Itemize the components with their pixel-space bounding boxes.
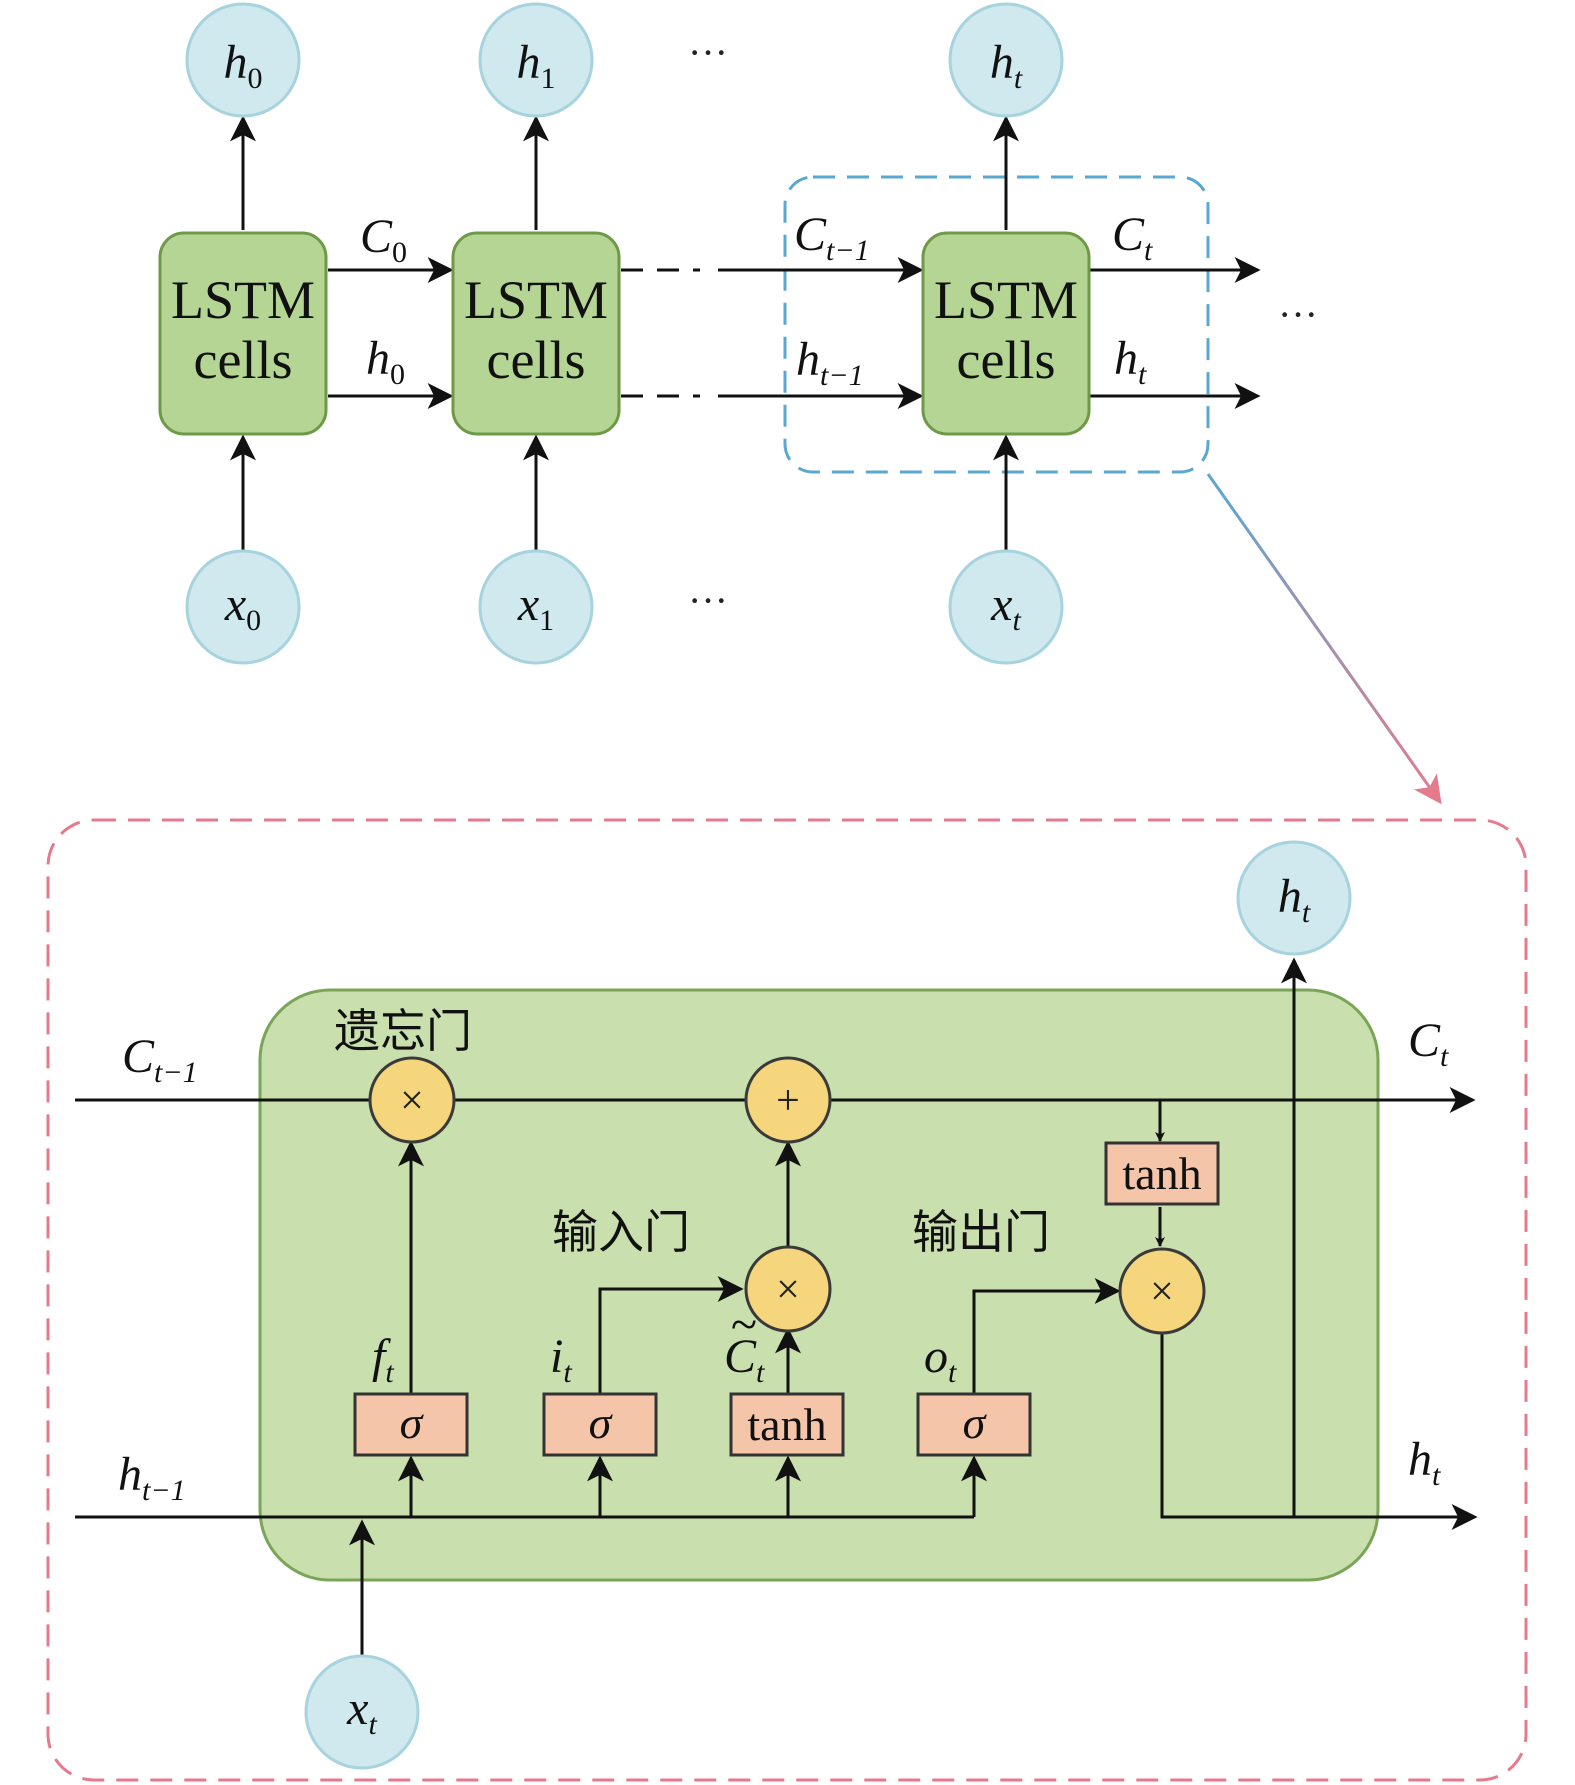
candidate-tanh-box: tanh xyxy=(729,1392,845,1457)
svg-text:x0: x0 xyxy=(224,578,261,637)
svg-text:σ: σ xyxy=(589,1397,614,1448)
svg-text:σ: σ xyxy=(400,1397,425,1448)
lstm-cell-1: LSTM cells xyxy=(451,231,621,436)
label-c-out: Ct xyxy=(1408,1014,1449,1073)
svg-text:cells: cells xyxy=(957,330,1056,390)
svg-text:h0: h0 xyxy=(224,36,263,95)
svg-text:cells: cells xyxy=(487,330,586,390)
svg-text:σ: σ xyxy=(963,1397,988,1448)
svg-text:tanh: tanh xyxy=(1122,1148,1201,1199)
forget-multiply-op: × xyxy=(368,1056,456,1144)
ellipsis-right: ··· xyxy=(1278,292,1318,337)
label-c0: C0 xyxy=(360,210,407,269)
output-node-h1: h1 xyxy=(478,2,594,118)
lstm-cell-0: LSTM cells xyxy=(158,231,328,436)
svg-text:×: × xyxy=(776,1267,800,1313)
cell-wiring xyxy=(75,957,1478,1655)
svg-text:LSTM: LSTM xyxy=(464,270,608,330)
focus-region-box xyxy=(783,175,1210,474)
output-gate-label: 输出门 xyxy=(912,1205,1050,1259)
svg-text:×: × xyxy=(400,1078,424,1124)
output-sigma-box: σ xyxy=(916,1392,1032,1457)
input-gate-label: 输入门 xyxy=(552,1205,690,1259)
label-h-out: ht xyxy=(1408,1433,1441,1492)
svg-text:cells: cells xyxy=(194,330,293,390)
output-multiply-op: × xyxy=(1118,1247,1206,1335)
vertical-arrows xyxy=(230,115,1019,550)
svg-text:xt: xt xyxy=(990,578,1021,637)
detail-frame xyxy=(46,818,1528,1782)
unrolled-lstm: h0 h1 ht x0 x1 xt LSTM cells xyxy=(158,2,1318,665)
input-node-xt-detail: xt xyxy=(304,1654,420,1770)
svg-text:ht: ht xyxy=(990,36,1023,95)
label-i-t: it xyxy=(550,1330,572,1389)
svg-text:LSTM: LSTM xyxy=(934,270,1078,330)
svg-text:+: + xyxy=(776,1078,800,1124)
svg-text:h1: h1 xyxy=(517,36,556,95)
label-c-tilde: ~ Ct xyxy=(724,1298,765,1389)
output-tanh-box: tanh xyxy=(1104,1141,1220,1206)
label-c-t: Ct xyxy=(1112,208,1153,267)
lstm-cell-t: LSTM cells xyxy=(921,231,1091,436)
label-h0: h0 xyxy=(366,332,405,391)
forget-gate-label: 遗忘门 xyxy=(334,1004,472,1058)
input-node-x0: x0 xyxy=(185,549,301,665)
label-h-prev-detail: ht−1 xyxy=(118,1448,186,1507)
svg-text:Ct: Ct xyxy=(724,1330,765,1389)
input-node-xt: xt xyxy=(948,549,1064,665)
label-c-prev: Ct−1 xyxy=(794,208,870,267)
svg-text:x1: x1 xyxy=(517,578,554,637)
horizontal-arrows xyxy=(328,257,1261,409)
label-c-prev-detail: Ct−1 xyxy=(122,1030,198,1089)
svg-text:ht: ht xyxy=(1278,870,1311,929)
label-h-t: ht xyxy=(1114,332,1147,391)
svg-text:LSTM: LSTM xyxy=(171,270,315,330)
output-node-h0: h0 xyxy=(185,2,301,118)
input-sigma-box: σ xyxy=(542,1392,658,1457)
forget-sigma-box: σ xyxy=(353,1392,469,1457)
output-node-ht: ht xyxy=(948,2,1064,118)
output-node-ht-detail: ht xyxy=(1236,840,1352,956)
input-node-x1: x1 xyxy=(478,549,594,665)
ellipsis-top: ··· xyxy=(688,30,728,75)
svg-text:×: × xyxy=(1150,1269,1174,1315)
svg-text:tanh: tanh xyxy=(747,1399,826,1450)
input-multiply-op: × xyxy=(744,1245,832,1333)
cell-add-op: + xyxy=(744,1056,832,1144)
lstm-cell-detail: × + × × σ σ tanh σ xyxy=(46,818,1528,1782)
svg-text:~: ~ xyxy=(731,1298,757,1351)
zoom-connector-arrow xyxy=(1206,473,1442,805)
label-o-t: ot xyxy=(924,1330,957,1389)
ellipsis-bottom: ··· xyxy=(688,578,728,623)
label-h-prev: ht−1 xyxy=(796,333,864,392)
svg-text:xt: xt xyxy=(346,1682,377,1741)
